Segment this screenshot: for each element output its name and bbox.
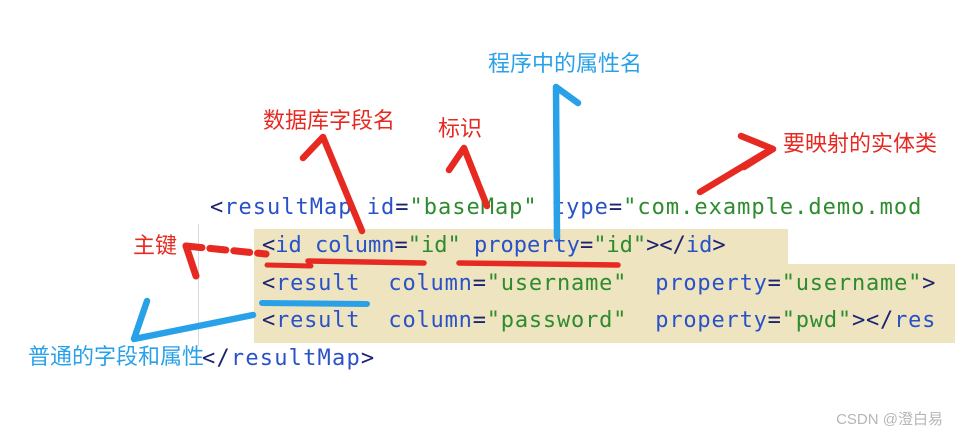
highlight-lines3-4 xyxy=(254,264,955,343)
arrow-primary-key-vertical xyxy=(182,242,200,280)
indent-guide-line xyxy=(198,224,199,346)
label-primary-key: 主键 xyxy=(133,233,178,258)
label-db-field-name: 数据库字段名 xyxy=(263,108,396,133)
code-line-resultmap-close: </resultMap> xyxy=(202,346,376,371)
code-line-username-mapping: <result column="username" property="user… xyxy=(262,271,937,296)
arrow-entity-class-head xyxy=(737,132,777,171)
label-property-name: 程序中的属性名 xyxy=(488,51,643,76)
label-normal-fields: 普通的字段和属性 xyxy=(28,344,205,369)
arrow-normal-fields xyxy=(130,297,257,343)
label-entity-class: 要映射的实体类 xyxy=(783,131,938,156)
arrow-entity-class-line xyxy=(696,146,774,196)
highlight-line2 xyxy=(254,229,788,264)
label-identifier: 标识 xyxy=(438,116,483,141)
watermark: CSDN @澄白易 xyxy=(836,411,943,428)
code-line-resultmap-open: <resultMap id="baseMap" type="com.exampl… xyxy=(210,195,923,220)
code-line-id-mapping: <id column="id" property="id"></id> xyxy=(262,233,726,258)
code-line-password-mapping: <result column="password" property="pwd"… xyxy=(262,308,937,333)
